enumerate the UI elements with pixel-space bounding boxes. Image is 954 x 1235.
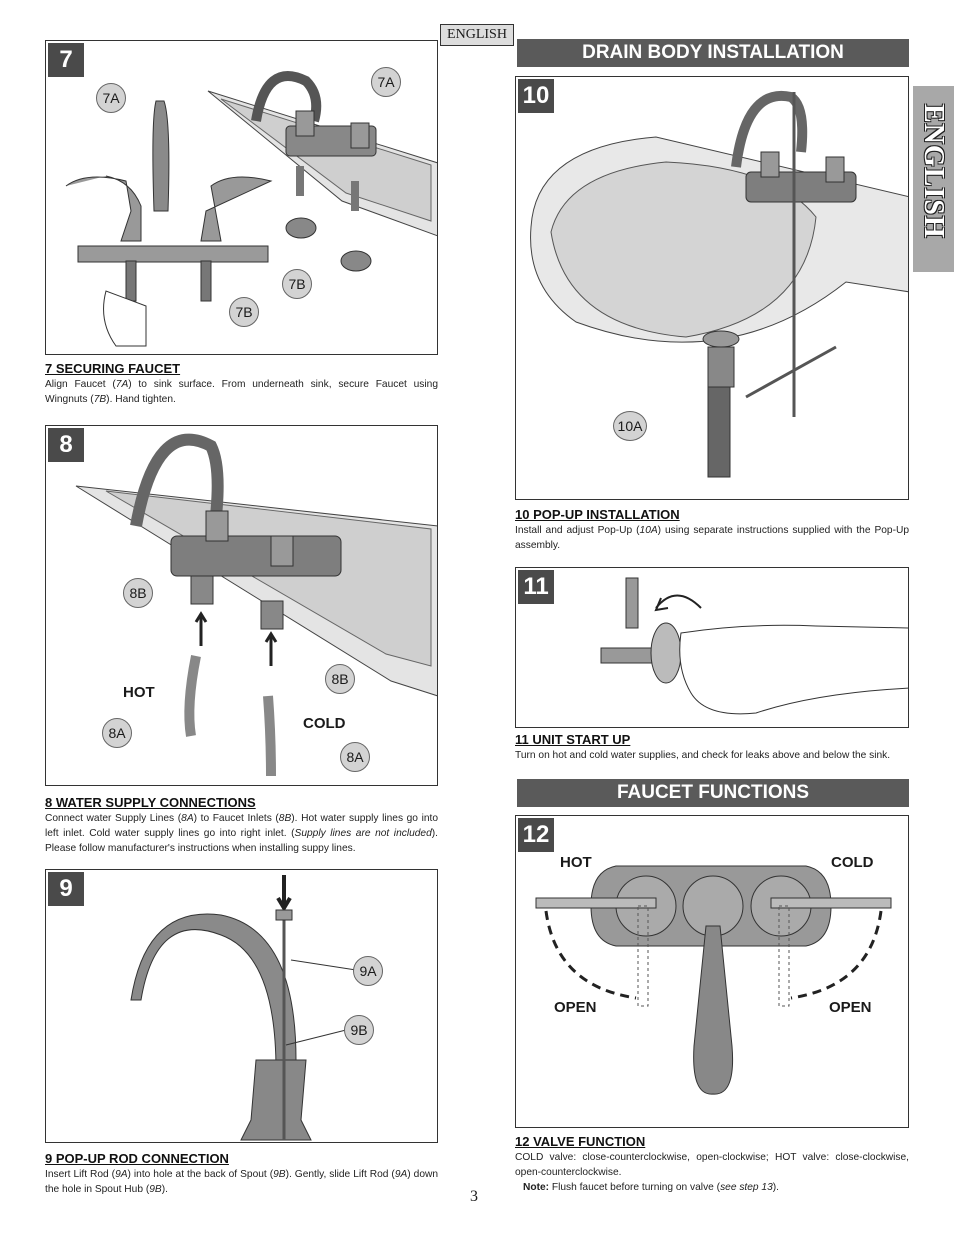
callout-7a-right: 7A — [371, 67, 401, 97]
callout-9a: 9A — [353, 956, 383, 986]
callout-8b-right: 8B — [325, 664, 355, 694]
note-label: Note: — [523, 1182, 550, 1193]
callout-8a-left: 8A — [102, 718, 132, 748]
step-8-panel: 8 8B 8B 8A 8A HOT COLD — [45, 425, 438, 786]
step-9-number: 9 — [48, 872, 84, 906]
step-11-caption: 11 UNIT START UP Turn on hot and cold wa… — [515, 732, 909, 763]
callout-7b-right: 7B — [282, 269, 312, 299]
cold-valve-label: COLD — [831, 854, 874, 871]
step-8-title: 8 WATER SUPPLY CONNECTIONS — [45, 795, 256, 810]
step-10-illustration — [530, 90, 908, 478]
step-12-number: 12 — [518, 818, 554, 852]
callout-8a-right: 8A — [340, 742, 370, 772]
step-11-panel: 11 — [515, 567, 909, 728]
step-10-caption: 10 POP-UP INSTALLATION Install and adjus… — [515, 507, 909, 551]
hot-label: HOT — [123, 684, 155, 701]
step-8-number: 8 — [48, 428, 84, 462]
callout-9b: 9B — [344, 1015, 374, 1045]
side-tab-label: ENGLISH — [918, 104, 949, 239]
step-11-illustration — [600, 577, 908, 715]
step-7-caption: 7 SECURING FAUCET Align Faucet (7A) to s… — [45, 361, 438, 405]
step-9-caption: 9 POP-UP ROD CONNECTION Insert Lift Rod … — [45, 1151, 439, 1195]
step-7-title: 7 SECURING FAUCET — [45, 361, 181, 376]
faucet-functions-banner: FAUCET FUNCTIONS — [517, 779, 909, 807]
callout-7b-left: 7B — [229, 297, 259, 327]
step-10-number: 10 — [518, 79, 554, 113]
step-8-caption: 8 WATER SUPPLY CONNECTIONS Connect water… — [45, 795, 438, 854]
cold-label: COLD — [303, 715, 346, 732]
callout-7a-left: 7A — [96, 83, 126, 113]
step-12-caption: 12 VALVE FUNCTION COLD valve: close-coun… — [515, 1134, 909, 1193]
step-11-title: 11 UNIT START UP — [515, 732, 631, 747]
step-10-title: 10 POP-UP INSTALLATION — [515, 507, 680, 522]
hot-valve-label: HOT — [560, 854, 592, 871]
side-language-tab: ENGLISH — [913, 86, 954, 272]
step-12-illustration — [535, 865, 892, 1095]
drain-body-installation-banner: DRAIN BODY INSTALLATION — [517, 39, 909, 67]
open-left-label: OPEN — [554, 999, 597, 1016]
step-7-number: 7 — [48, 43, 84, 77]
step-11-number: 11 — [518, 570, 554, 604]
step-8-illustration — [75, 433, 437, 777]
language-tag: ENGLISH — [440, 24, 514, 46]
step-12-panel: 12 HOT COLD OPEN OPEN — [515, 815, 909, 1128]
step-9-illustration — [130, 875, 357, 1141]
callout-8b-left: 8B — [123, 578, 153, 608]
page-number: 3 — [470, 1188, 478, 1205]
step-7-illustration — [65, 71, 437, 347]
step-9-panel: 9 9A 9B — [45, 869, 438, 1143]
open-right-label: OPEN — [829, 999, 872, 1016]
callout-10a: 10A — [613, 411, 647, 441]
step-12-title: 12 VALVE FUNCTION — [515, 1134, 646, 1149]
step-9-title: 9 POP-UP ROD CONNECTION — [45, 1151, 229, 1166]
step-7-panel: 7 7A 7A 7B 7B — [45, 40, 438, 355]
step-10-panel: 10 10A — [515, 76, 909, 500]
